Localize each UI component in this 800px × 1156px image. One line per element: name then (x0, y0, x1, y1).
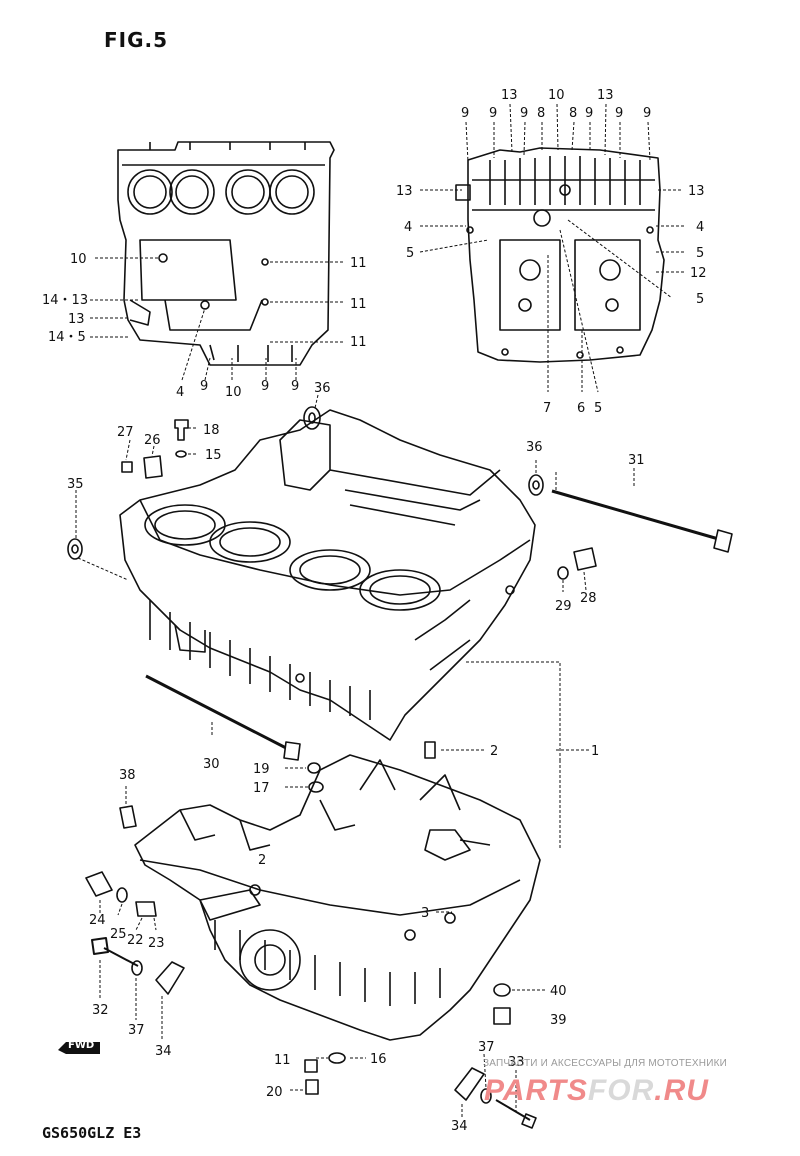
callout-upper-right-15: 13 (688, 184, 705, 199)
callout-upper-left-7: 14・5 (48, 330, 86, 345)
callout-main-15: 17 (253, 781, 270, 796)
callout-main-9: 29 (555, 599, 572, 614)
callout-upper-left-9: 9 (200, 379, 208, 394)
forward-label: FWD (68, 1040, 95, 1051)
callout-main-23: 32 (92, 1003, 109, 1018)
upper-case-bottom-view (455, 147, 665, 363)
callout-main-13: 1 (591, 744, 599, 759)
callout-main-3: 18 (203, 423, 220, 438)
watermark-brand-part1: PARTS (484, 1074, 588, 1107)
watermark-tagline: ЗАПЧАСТИ И АКСЕССУАРЫ ДЛЯ МОТОТЕХНИКИ (483, 1058, 728, 1069)
callout-main-5: 15 (205, 448, 222, 463)
callout-upper-right-3: 13 (501, 88, 518, 103)
callout-main-24: 37 (128, 1023, 145, 1038)
callout-upper-right-4: 9 (520, 106, 528, 121)
watermark-brand-part2: FOR (587, 1074, 655, 1107)
upper-crankcase (119, 409, 536, 741)
callout-main-11: 30 (203, 757, 220, 772)
callout-main-22: 3 (421, 906, 429, 921)
callout-upper-right-7: 8 (569, 106, 577, 121)
callout-upper-right-17: 5 (696, 246, 704, 261)
callout-upper-left-2: 11 (350, 256, 367, 271)
model-code: GS650GLZ E3 (42, 1124, 142, 1142)
callout-upper-left-4: 11 (350, 335, 367, 350)
callout-main-4: 26 (144, 433, 161, 448)
callout-upper-right-22: 5 (594, 401, 602, 416)
lower-crankcase (134, 754, 541, 1041)
callout-upper-right-19: 5 (696, 292, 704, 307)
watermark-brand-part3: .RU (654, 1074, 709, 1107)
callout-main-19: 25 (110, 927, 127, 942)
callout-main-16: 38 (119, 768, 136, 783)
callout-upper-right-14: 5 (406, 246, 414, 261)
callout-upper-right-21: 6 (577, 401, 585, 416)
fasteners-and-parts (67, 406, 733, 1129)
callout-labels: 10 11 11 11 14・13 13 14・5 4 9 10 9 9 9 9… (42, 88, 707, 1134)
callout-main-10: 28 (580, 591, 597, 606)
callout-main-18: 24 (89, 913, 106, 928)
callout-upper-right-8: 9 (585, 106, 593, 121)
callout-main-2: 27 (117, 425, 134, 440)
callout-main-30: 20 (266, 1085, 283, 1100)
callout-main-20: 22 (127, 933, 144, 948)
callout-main-6: 36 (526, 440, 543, 455)
callout-upper-right-2: 9 (489, 106, 497, 121)
callout-main-1: 36 (314, 381, 331, 396)
callout-upper-left-5: 14・13 (42, 293, 88, 308)
leader-lines (75, 103, 684, 1118)
callout-main-17: 2 (258, 853, 266, 868)
upper-case-top-view (117, 141, 335, 366)
callout-main-14: 19 (253, 762, 270, 777)
callout-upper-left-1: 10 (70, 252, 87, 267)
callout-main-26: 40 (550, 984, 567, 999)
callout-upper-right-10: 9 (615, 106, 623, 121)
callout-main-28: 11 (274, 1053, 291, 1068)
callout-upper-right-6: 10 (548, 88, 565, 103)
callout-upper-right-18: 12 (690, 266, 707, 281)
callout-main-8: 35 (67, 477, 84, 492)
callout-main-7: 31 (628, 453, 645, 468)
callout-upper-right-1: 9 (461, 106, 469, 121)
callout-upper-right-16: 4 (696, 220, 704, 235)
callout-upper-right-12: 13 (396, 184, 413, 199)
callout-upper-right-13: 4 (404, 220, 412, 235)
callout-upper-left-10: 10 (225, 385, 242, 400)
forward-arrow-icon (58, 1042, 100, 1054)
callout-upper-right-20: 7 (543, 401, 551, 416)
callout-main-27: 39 (550, 1013, 567, 1028)
figure-title: FIG.5 (104, 28, 169, 52)
callout-main-29: 16 (370, 1052, 387, 1067)
callout-main-12: 2 (490, 744, 498, 759)
callout-upper-left-12: 9 (291, 379, 299, 394)
callout-main-33: 34 (451, 1119, 468, 1134)
callout-upper-left-11: 9 (261, 379, 269, 394)
watermark-logo: PARTSFOR.RU (484, 1074, 709, 1108)
callout-upper-right-5: 8 (537, 106, 545, 121)
callout-upper-left-8: 4 (176, 385, 184, 400)
callout-main-25: 34 (155, 1044, 172, 1059)
callout-upper-right-11: 9 (643, 106, 651, 121)
callout-main-31: 37 (478, 1040, 495, 1055)
callout-main-21: 23 (148, 936, 165, 951)
callout-main-32: 33 (508, 1055, 525, 1070)
callout-upper-left-3: 11 (350, 297, 367, 312)
callout-upper-right-9: 13 (597, 88, 614, 103)
callout-upper-left-6: 13 (68, 312, 85, 327)
